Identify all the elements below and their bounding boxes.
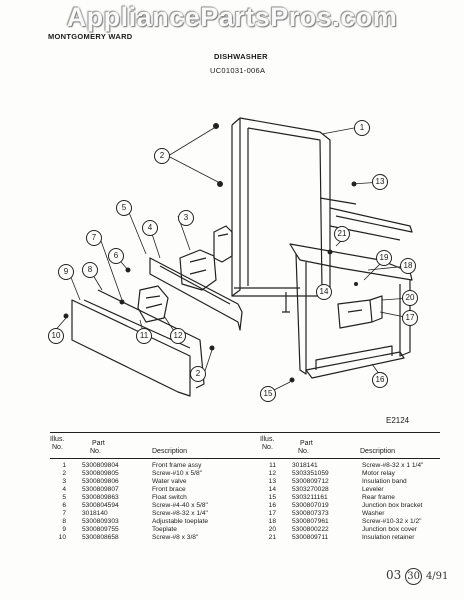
col-header-illus-left: Illus.	[50, 436, 65, 443]
diagram-code: E2124	[386, 416, 410, 425]
page-footer: 03 30 4/91	[386, 568, 448, 585]
revision-date: 4/91	[425, 571, 449, 582]
col-header-part-right: Part	[300, 440, 313, 447]
model-number: UC01031-006A	[210, 66, 266, 75]
col-header-part-left: Part	[92, 440, 105, 447]
col-header-desc-left: Description	[152, 448, 188, 455]
col-header-no-left: No.	[52, 444, 63, 451]
col-header-partno-right: No.	[298, 448, 309, 455]
exploded-parts-diagram	[51, 117, 413, 397]
page-number: 03	[386, 568, 402, 582]
brand-label: MONTGOMERY WARD	[48, 32, 133, 41]
page-title: DISHWASHER	[214, 52, 268, 61]
table-top-rule	[50, 432, 440, 433]
col-header-no-right: No.	[262, 444, 273, 451]
table-header-rule	[50, 458, 440, 459]
col-header-desc-right: Description	[360, 448, 396, 455]
watermark-logo: AppliancePartsPros.com	[66, 2, 398, 32]
col-header-illus-right: Illus.	[260, 436, 275, 443]
col-header-partno-left: No.	[90, 448, 101, 455]
circled-page-number: 30	[405, 568, 423, 585]
